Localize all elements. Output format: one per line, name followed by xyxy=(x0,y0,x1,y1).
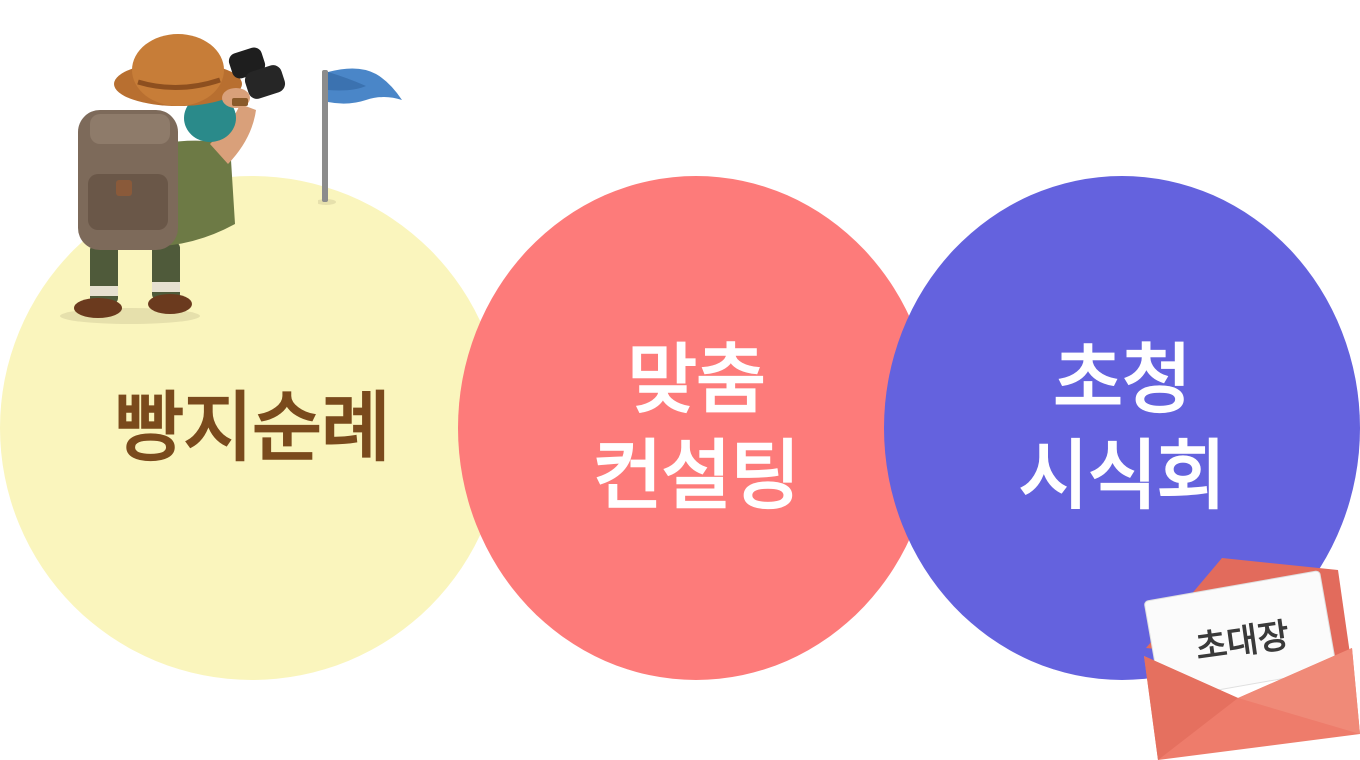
bread-tour-label: 빵지순례 xyxy=(114,383,391,472)
envelope-icon xyxy=(1144,558,1360,760)
flag-icon xyxy=(318,68,402,205)
circle-custom-consulting: 맞춤 컨설팅 xyxy=(458,176,934,680)
tasting-event-label: 초청 시식회 xyxy=(1018,335,1227,520)
explorer-icon xyxy=(60,34,286,324)
circle-bread-tour: 빵지순례 xyxy=(0,176,504,680)
invitation-envelope: 초대장 xyxy=(1138,548,1360,760)
custom-consulting-label: 맞춤 컨설팅 xyxy=(592,335,801,520)
